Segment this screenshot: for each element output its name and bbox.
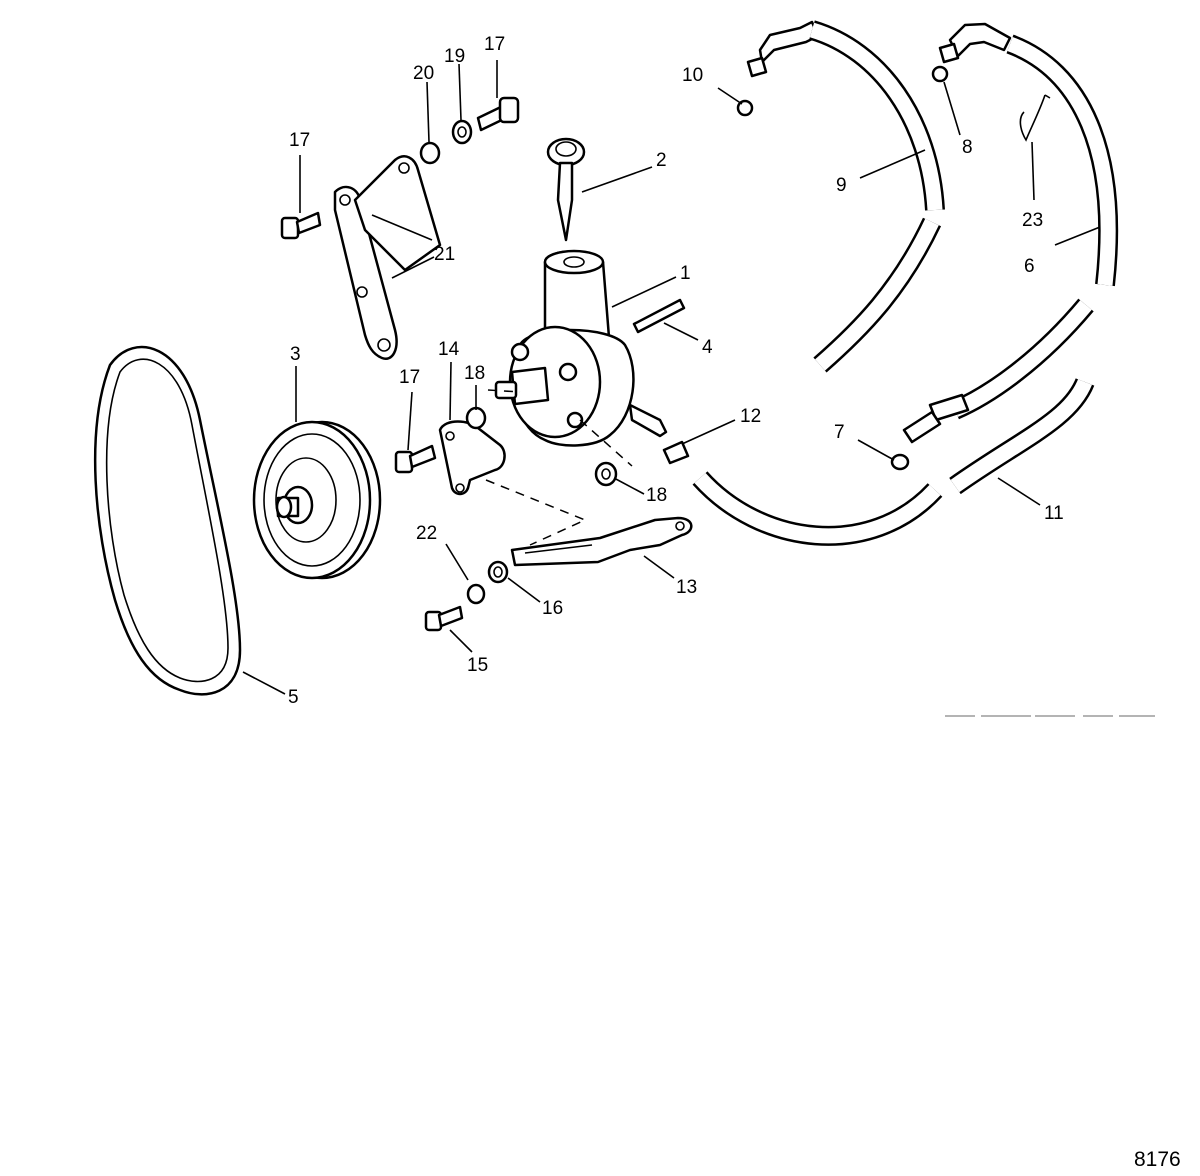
mounting-bracket: [333, 155, 442, 360]
callout-7: 7: [834, 422, 845, 443]
callout-4: 4: [702, 337, 713, 358]
callout-15: 15: [467, 655, 488, 676]
fitting: [662, 440, 690, 465]
callout-5: 5: [288, 687, 299, 708]
o-ring-8: [931, 65, 949, 83]
bolt-lower-left: [394, 444, 437, 474]
filler-cap-dipstick: [546, 137, 586, 242]
lower-hose: [692, 377, 1095, 546]
callout-13: 13: [676, 577, 697, 598]
bolt-top: [476, 96, 520, 132]
washer-19: [451, 119, 473, 145]
callout-17-lower: 17: [399, 367, 420, 388]
callout-23: 23: [1022, 210, 1043, 231]
callout-21: 21: [434, 244, 455, 265]
callout-18-lower: 18: [646, 485, 667, 506]
callout-18-upper: 18: [464, 363, 485, 384]
callout-2: 2: [656, 150, 667, 171]
callout-12: 12: [740, 406, 761, 427]
washer-16: [487, 560, 509, 584]
bolt-upper-left: [280, 211, 322, 240]
bolt-15: [424, 605, 464, 632]
stud: [632, 298, 686, 334]
pulley: [252, 420, 382, 580]
callout-1: 1: [680, 263, 691, 284]
return-hose: [902, 22, 1119, 444]
callout-8: 8: [962, 137, 973, 158]
callout-17-top: 17: [484, 34, 505, 55]
callout-9: 9: [836, 175, 847, 196]
adjusting-brace: [510, 516, 693, 567]
callout-labels: 1 2 3 4 5 6 7 8 9 10 11 12 13 14 15 16 1…: [288, 34, 1064, 708]
callout-20: 20: [413, 63, 434, 84]
callout-10: 10: [682, 65, 703, 86]
callout-3: 3: [290, 344, 301, 365]
reference-number: 8176: [1134, 1148, 1181, 1171]
leader-lines: [242, 60, 1101, 695]
hose-clamp: [1019, 94, 1051, 142]
nut-18b: [594, 461, 618, 487]
callout-16: 16: [542, 598, 563, 619]
callout-6: 6: [1024, 256, 1035, 277]
drive-belt: [93, 345, 242, 696]
front-bracket: [438, 420, 506, 496]
callout-19: 19: [444, 46, 465, 67]
power-steering-pump: [494, 249, 668, 447]
callout-22: 22: [416, 523, 437, 544]
callout-14: 14: [438, 339, 460, 360]
o-ring-7: [890, 453, 910, 471]
callout-11: 11: [1044, 503, 1064, 524]
callout-17-left: 17: [289, 130, 310, 151]
nut-22: [466, 583, 486, 605]
nut-20: [419, 141, 441, 165]
nut-18a: [465, 406, 487, 430]
pressure-hose-upper: [746, 20, 945, 373]
